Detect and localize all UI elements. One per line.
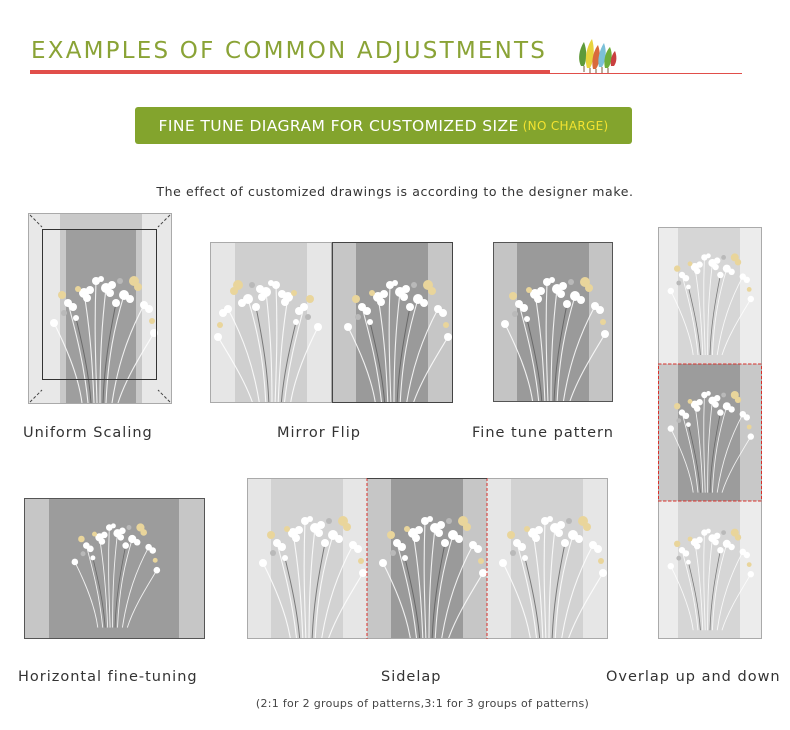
uniform-scaling-label: Uniform Scaling (23, 425, 153, 441)
fine-tune-banner: FINE TUNE DIAGRAM FOR CUSTOMIZED SIZE (N… (135, 107, 632, 144)
mirror-flip-label: Mirror Flip (277, 425, 361, 441)
overlap-up-down-label: Overlap up and down (606, 669, 781, 685)
fine-tune-pattern-label: Fine tune pattern (472, 425, 614, 441)
banner-text: FINE TUNE DIAGRAM FOR CUSTOMIZED SIZE (158, 116, 519, 135)
sidelap-label: Sidelap (381, 669, 442, 685)
horizontal-fine-tuning-label: Horizontal fine-tuning (18, 669, 198, 685)
overlap-up-down-image (658, 227, 762, 639)
fine-tune-pattern-image (493, 242, 613, 402)
banner-note: (NO CHARGE) (522, 118, 609, 133)
footnote: (2:1 for 2 groups of patterns,3:1 for 3 … (255, 697, 590, 710)
page-title: EXAMPLES OF COMMON ADJUSTMENTS (31, 38, 548, 64)
colorful-trees-icon (579, 39, 617, 73)
header-rule-thin (550, 73, 742, 74)
uniform-scaling-image (28, 213, 172, 404)
sidelap-image (247, 478, 608, 639)
subtitle: The effect of customized drawings is acc… (156, 184, 634, 199)
horizontal-fine-tuning-image (24, 498, 205, 639)
mirror-flip-image (210, 242, 453, 403)
header-rule (30, 70, 550, 74)
